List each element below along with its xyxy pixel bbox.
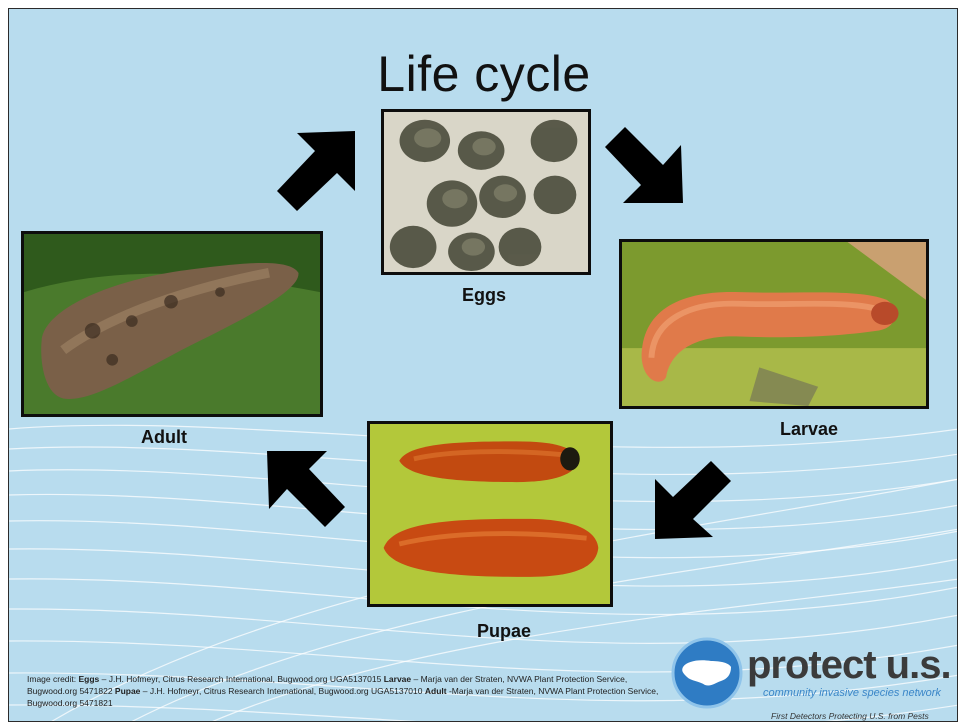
credit-adult-label: Adult — [425, 686, 447, 696]
arrow-icon — [653, 461, 733, 541]
protect-us-logo: protect u.s. community invasive species … — [671, 637, 958, 722]
logo-subtitle: community invasive species network — [763, 687, 941, 699]
larvae-caption: Larvae — [754, 419, 864, 440]
arrow-icon — [605, 125, 685, 205]
credit-prefix: Image credit: — [27, 674, 79, 684]
pupae-caption: Pupae — [449, 621, 559, 642]
larvae-photo — [619, 239, 929, 409]
credit-pupae-label: Pupae — [115, 686, 141, 696]
credit-eggs-label: Eggs — [79, 674, 100, 684]
logo-name: protect u.s. — [747, 643, 951, 688]
logo-tagline: First Detectors Protecting U.S. from Pes… — [771, 711, 929, 721]
credit-larvae-label: Larvae — [384, 674, 411, 684]
pupae-photo — [367, 421, 613, 607]
image-credit: Image credit: Eggs – J.H. Hofmeyr, Citru… — [27, 673, 677, 709]
slide-title: Life cycle — [9, 45, 958, 103]
credit-eggs-text: – J.H. Hofmeyr, Citrus Research Internat… — [99, 674, 383, 684]
arrow-icon — [277, 131, 357, 211]
adult-caption: Adult — [109, 427, 219, 448]
credit-pupae-text: – J.H. Hofmeyr, Citrus Research Internat… — [140, 686, 424, 696]
slide: Life cycle Eggs — [8, 8, 958, 722]
globe-icon — [671, 637, 743, 709]
arrow-icon — [265, 449, 345, 529]
eggs-photo — [381, 109, 591, 275]
eggs-caption: Eggs — [429, 285, 539, 306]
adult-photo — [21, 231, 323, 417]
